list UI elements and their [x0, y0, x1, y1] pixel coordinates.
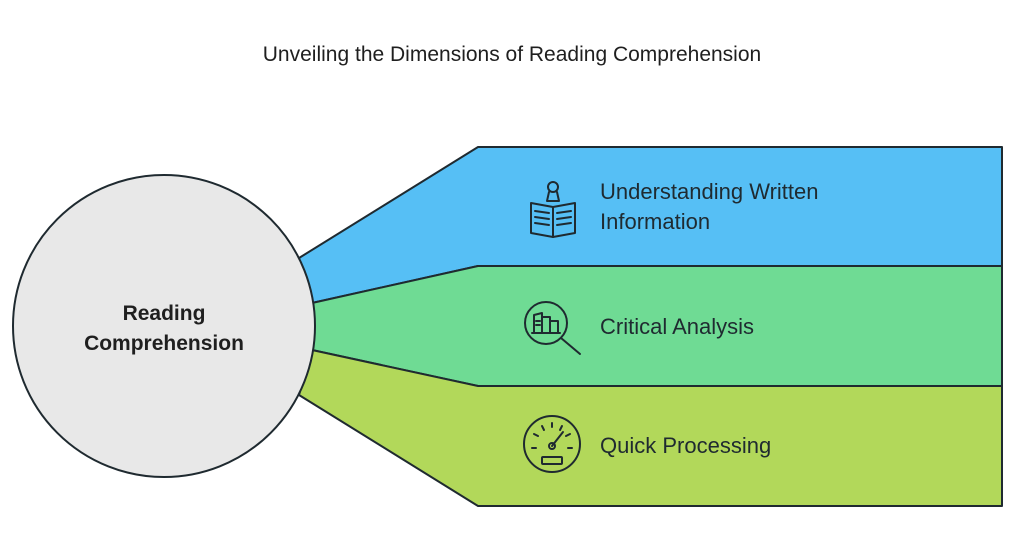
- segment-1-label-line2: Information: [600, 209, 710, 234]
- reading-book-icon: [530, 181, 576, 238]
- center-label-line1: Reading: [123, 302, 206, 325]
- center-circle: [12, 174, 316, 478]
- segment-1-label-line1: Understanding Written: [600, 179, 819, 204]
- segment-2-label: Critical Analysis: [600, 314, 754, 339]
- segment-3-label: Quick Processing: [600, 433, 771, 458]
- center-label-line2: Comprehension: [84, 332, 244, 355]
- magnifying-glass-analysis-icon: [524, 301, 581, 355]
- speedometer-icon: [523, 415, 581, 473]
- page-title: Unveiling the Dimensions of Reading Comp…: [262, 43, 762, 66]
